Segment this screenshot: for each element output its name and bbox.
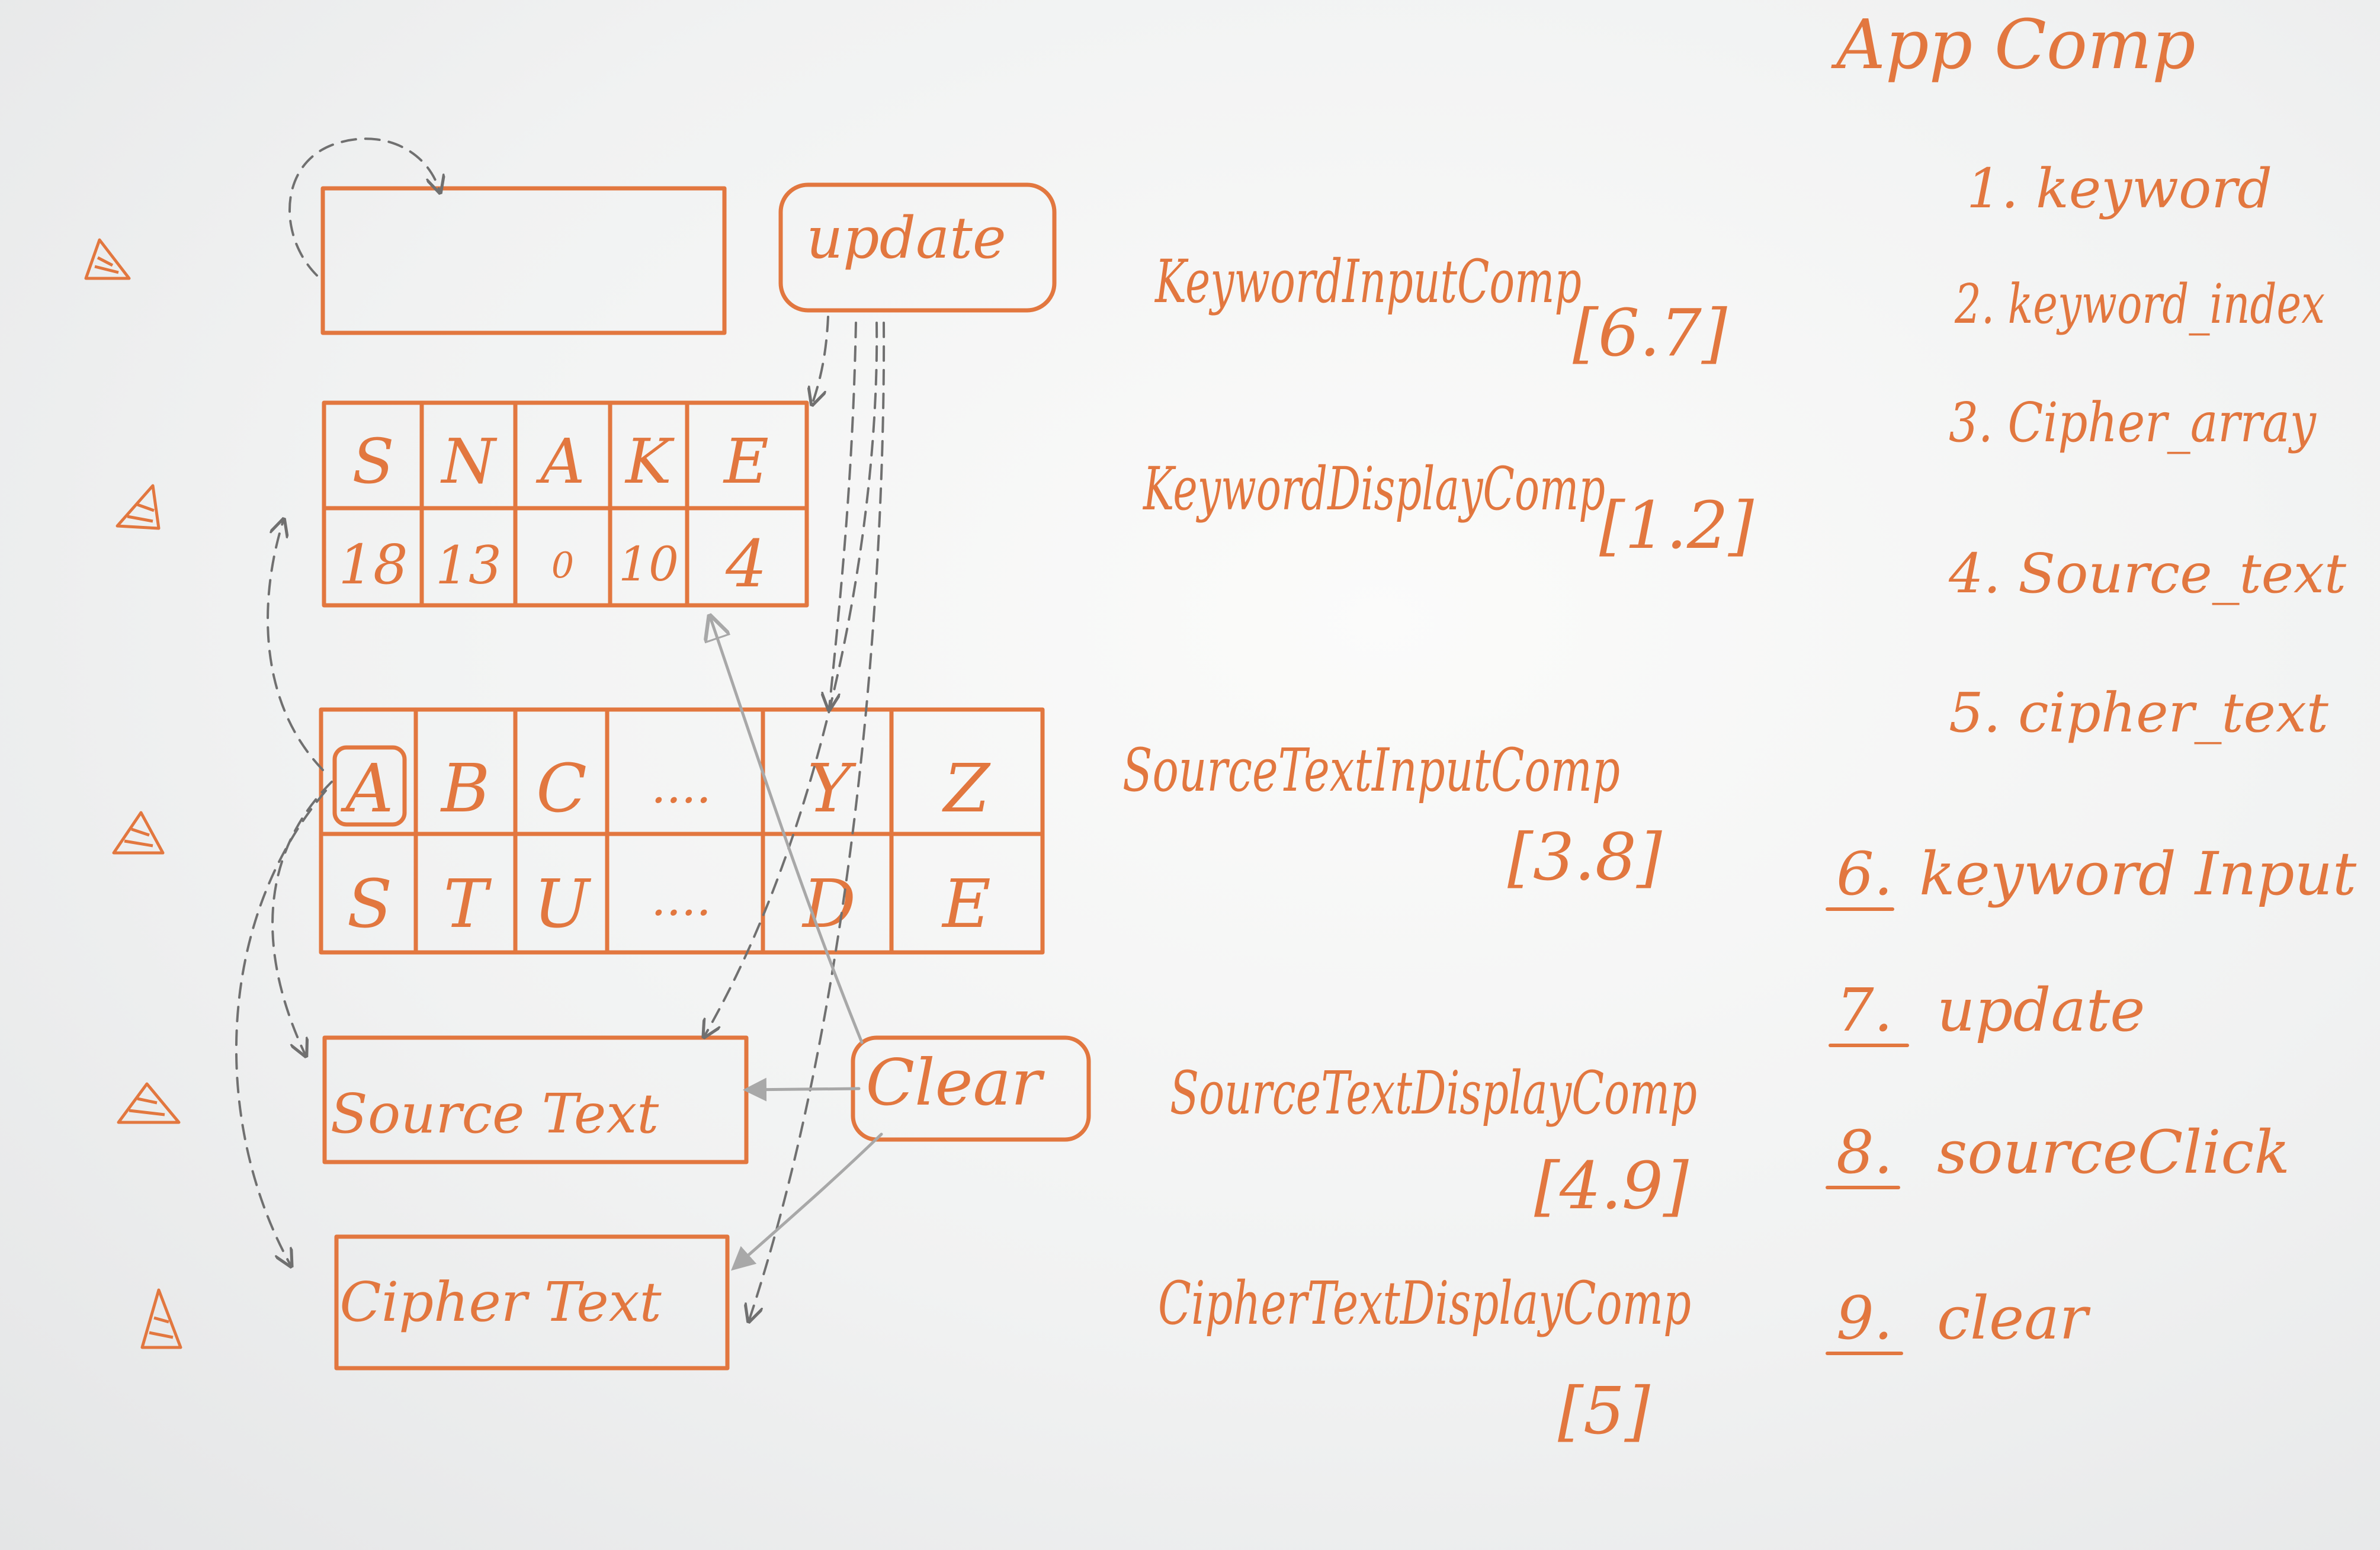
component-props: [1.2] xyxy=(1599,487,1754,563)
keyword-index: 13 xyxy=(435,535,502,596)
triangle-marker-icon xyxy=(117,1082,181,1124)
component-props: [3.8] xyxy=(1507,819,1663,895)
clear-button-label: Clear xyxy=(865,1046,1044,1120)
keyword-letter: E xyxy=(723,425,769,498)
state-item: 1. keyword xyxy=(1967,157,2272,220)
alphabet-letter: B xyxy=(440,750,490,827)
triangle-marker-icon xyxy=(84,238,131,280)
keyword-letter: K xyxy=(624,425,675,498)
update-to-source-input-arrow xyxy=(829,322,857,708)
keyword-index: 10 xyxy=(618,537,679,592)
method-label: update xyxy=(1937,975,2145,1045)
update-to-source-text-arrow xyxy=(705,322,878,1035)
method-list: 6. keyword Input 7. update 8. sourceClic… xyxy=(1836,839,2357,1353)
state-item: 5. cipher_text xyxy=(1949,681,2329,744)
component-name: SourceTextDisplayComp xyxy=(1170,1058,1697,1128)
source-text-input-table xyxy=(319,707,1045,955)
clear-to-cipher-text-arrow xyxy=(731,1132,883,1271)
alphabet-row: A B C .... Y Z xyxy=(341,750,992,827)
method-number: 8. xyxy=(1836,1118,1893,1187)
triangle-marker-icon xyxy=(140,1288,182,1349)
clear-flow-arrows xyxy=(711,619,883,1271)
method-number: 9. xyxy=(1836,1283,1893,1353)
method-number: 6. xyxy=(1836,839,1893,909)
source-input-to-source-text-arrow xyxy=(271,781,333,1054)
keyword-input-box xyxy=(320,186,727,335)
state-item: 2. keyword_index xyxy=(1954,272,2325,336)
cipher-letter: U xyxy=(534,866,592,943)
update-button-label: update xyxy=(806,205,1006,271)
triangle-marker-icon xyxy=(112,811,165,855)
cipher-ellipsis: .... xyxy=(651,871,711,926)
method-label: sourceClick xyxy=(1937,1118,2290,1187)
alphabet-letter: C xyxy=(536,750,587,827)
component-name: CipherTextDisplayComp xyxy=(1158,1269,1691,1338)
update-to-keyword-arrow xyxy=(813,316,829,403)
component-labels: KeywordInputComp [6.7] KeywordDisplayCom… xyxy=(1122,247,1754,1449)
cipher-row: S T U .... D E xyxy=(347,866,991,943)
update-button xyxy=(778,182,1057,313)
triangle-marker-icon xyxy=(116,484,161,530)
keyword-index: 0 xyxy=(551,545,574,586)
keyword-index: 18 xyxy=(338,533,408,596)
source-input-to-cipher-text-arrow xyxy=(235,790,327,1265)
clear-to-keyword-arrow xyxy=(711,619,864,1044)
alphabet-letter: A xyxy=(341,750,394,827)
cipher-letter: T xyxy=(444,866,492,943)
alphabet-ellipsis: .... xyxy=(651,759,711,814)
source-input-to-keyword-arrow xyxy=(267,521,324,771)
keyword-index: 4 xyxy=(725,526,767,602)
component-name: KeywordDisplayComp xyxy=(1143,454,1605,524)
cipher-text-box xyxy=(334,1234,730,1371)
component-props: [5] xyxy=(1558,1373,1651,1449)
method-label: clear xyxy=(1937,1283,2091,1353)
left-markers xyxy=(84,238,182,1349)
component-name: SourceTextInputComp xyxy=(1122,736,1620,805)
keyword-letter: A xyxy=(535,425,585,498)
alphabet-letter: Y xyxy=(807,750,857,827)
keyword-display-table xyxy=(322,400,809,608)
self-loop-arrow xyxy=(288,137,440,277)
alphabet-letter: Z xyxy=(942,750,991,827)
cipher-letter: S xyxy=(347,866,393,943)
app-comp-title: App Comp xyxy=(1831,5,2196,85)
component-props: [6.7] xyxy=(1573,295,1728,371)
state-item: 3. Cipher_array xyxy=(1949,391,2317,454)
source-text-box-label: Source Text xyxy=(331,1082,659,1145)
component-props: [4.9] xyxy=(1534,1148,1689,1224)
update-to-cipher-text-arrow xyxy=(749,322,886,1320)
method-number: 7. xyxy=(1836,975,1893,1045)
cipher-letter: E xyxy=(941,866,991,943)
keyword-letter: N xyxy=(440,425,498,498)
app-comp-panel: App Comp 1. keyword 2. keyword_index 3. … xyxy=(1826,5,2357,1355)
clear-to-source-text-arrow xyxy=(743,1077,861,1102)
keyword-index-row: 18 13 0 10 4 xyxy=(338,526,767,602)
state-item: 4. Source_text xyxy=(1948,542,2347,605)
cipher-text-box-label: Cipher Text xyxy=(339,1270,662,1334)
selected-letter-highlight xyxy=(332,745,407,827)
keyword-letter: S xyxy=(352,425,394,498)
component-name: KeywordInputComp xyxy=(1154,247,1582,316)
dashed-flow-arrows xyxy=(235,137,886,1320)
method-label: keyword Input xyxy=(1919,839,2357,909)
keyword-row: S N A K E xyxy=(352,425,769,498)
